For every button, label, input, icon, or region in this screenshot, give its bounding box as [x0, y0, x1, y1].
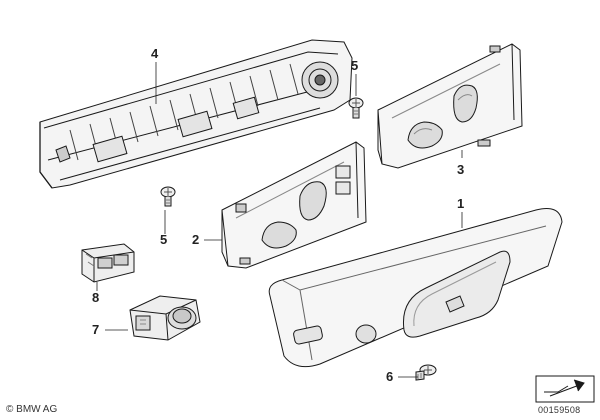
callout-5-upper: 5	[351, 58, 359, 73]
part-1-cover-trim	[268, 208, 563, 368]
leader-lines	[96, 62, 463, 378]
copyright-text: © BMW AG	[6, 404, 58, 415]
part-7-switch-knob	[129, 295, 201, 341]
callout-2: 2	[192, 232, 200, 247]
callout-7: 7	[92, 322, 100, 337]
callout-3: 3	[457, 162, 465, 177]
part-4-carrier-frame	[39, 39, 353, 189]
doc-number-frame	[535, 375, 595, 403]
callout-4: 4	[151, 46, 159, 61]
callout-6: 6	[386, 369, 394, 384]
part-5-screw-upper	[348, 97, 364, 119]
doc-number: 00159508	[538, 405, 581, 415]
part-6-screw	[415, 364, 437, 381]
part-5-screw-lower	[160, 186, 176, 207]
part-2-switch-front	[221, 141, 367, 269]
callout-5-lower: 5	[160, 232, 168, 247]
callout-1: 1	[457, 196, 465, 211]
callout-8: 8	[92, 290, 100, 305]
part-3-switch-rear	[377, 43, 523, 169]
part-8-memory-switch	[81, 243, 135, 283]
